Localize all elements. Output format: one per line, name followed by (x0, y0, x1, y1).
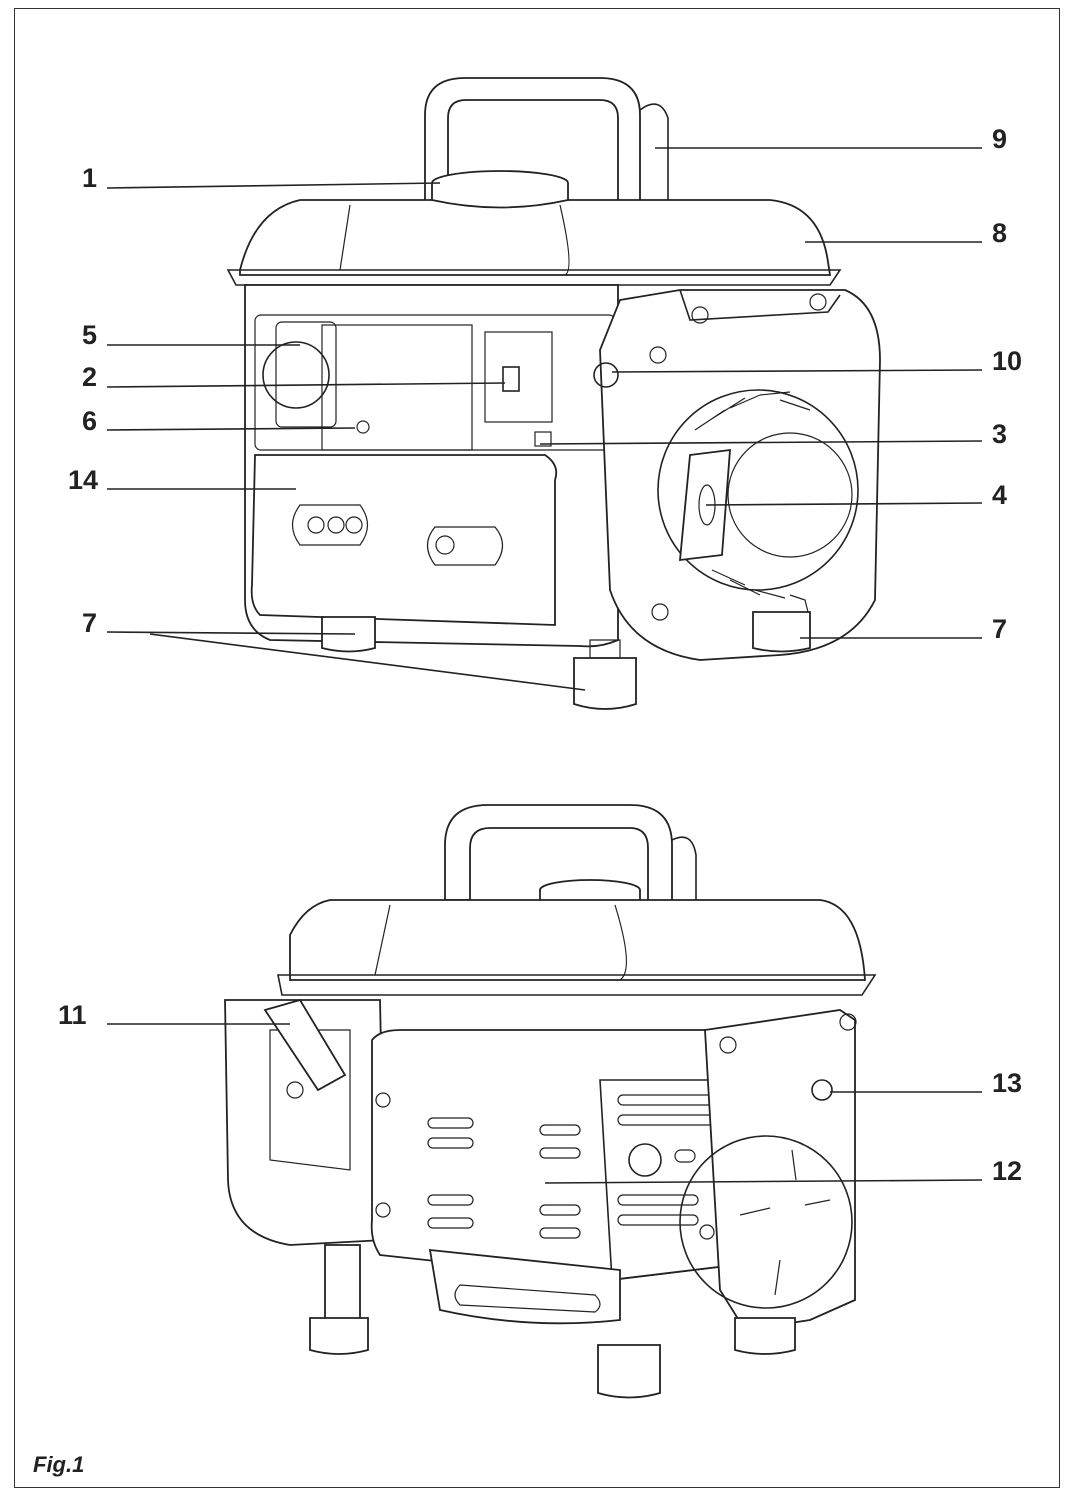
foot-right (752, 611, 811, 653)
label-5: 5 (82, 320, 98, 350)
label-1: 1 (82, 163, 98, 193)
exhaust-pipe (263, 998, 347, 1092)
label-14: 14 (68, 465, 99, 495)
label-11: 11 (58, 1000, 87, 1030)
label-6: 6 (82, 406, 98, 436)
label-4: 4 (992, 480, 1008, 510)
rear-muffler-cover (370, 1029, 736, 1281)
oil-filler (628, 1143, 662, 1177)
leader-lines (106, 147, 983, 1184)
fuel-tank (239, 199, 832, 276)
rear-right-side (704, 1009, 856, 1331)
figure-caption: Fig.1 (33, 1452, 85, 1477)
label-3: 3 (992, 419, 1008, 449)
foot-center (573, 657, 637, 710)
rear-fuel-tank (289, 899, 866, 981)
lower-cover (250, 454, 558, 626)
label-12: 12 (992, 1156, 1023, 1186)
rear-foot-center (597, 1344, 661, 1399)
generator-front-view (226, 77, 881, 710)
rear-foot-right (734, 1317, 796, 1355)
label-8: 8 (992, 218, 1008, 248)
recoil-starter-handle (678, 448, 731, 562)
recoil-starter (657, 389, 859, 591)
figure-frame (14, 8, 1060, 1488)
label-7-right: 7 (992, 614, 1008, 644)
rear-engine-side (224, 999, 386, 1246)
label-9: 9 (992, 124, 1008, 154)
rear-foot-left (309, 1317, 369, 1355)
generator-rear-view (224, 804, 877, 1399)
label-10: 10 (992, 346, 1023, 376)
choke-lever (593, 362, 619, 388)
engine-switch (502, 366, 520, 392)
fuel-valve (811, 1079, 833, 1101)
power-socket (262, 341, 330, 409)
label-2: 2 (82, 362, 98, 392)
engine-cover (599, 289, 881, 661)
label-13: 13 (992, 1068, 1023, 1098)
rear-starter-cover (679, 1135, 853, 1309)
label-7-left: 7 (82, 608, 98, 638)
